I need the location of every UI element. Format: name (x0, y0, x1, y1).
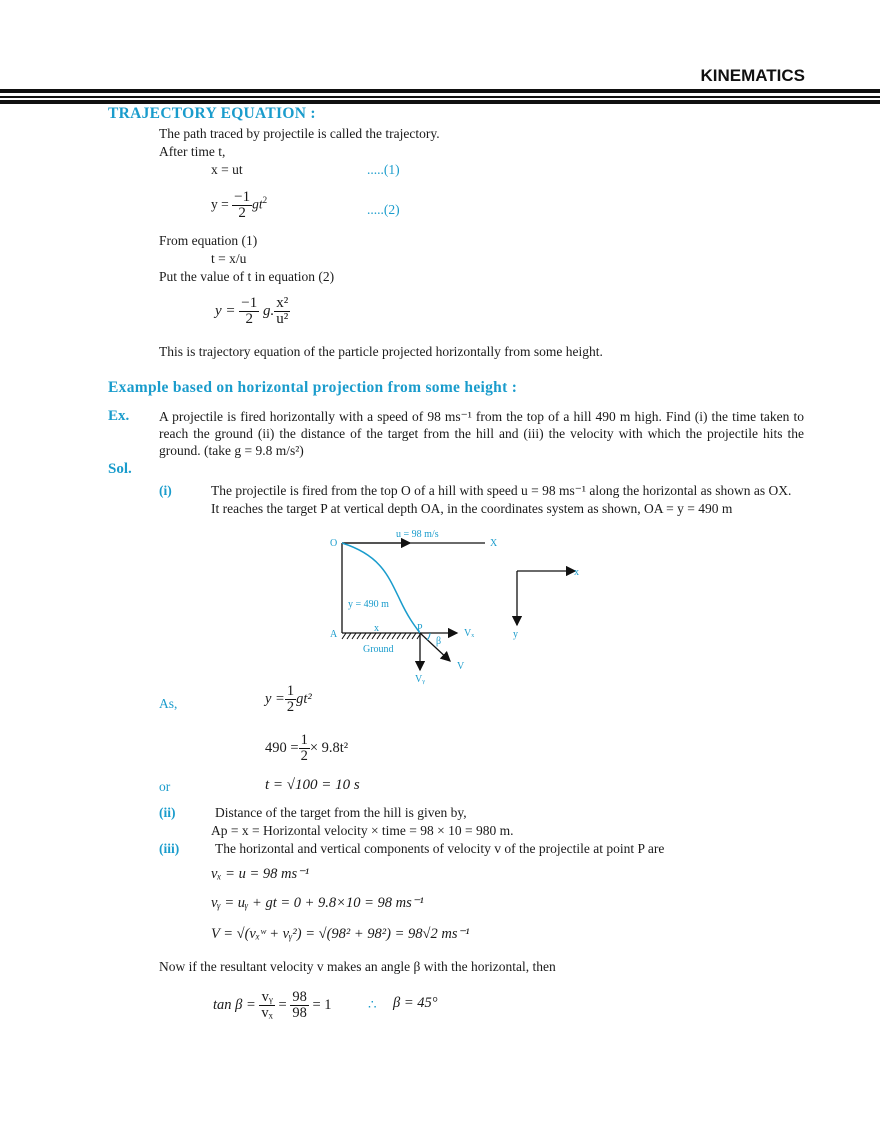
part-i-text: The projectile is fired from the top O o… (211, 483, 792, 498)
equation-c: t = √100 = 10 s (265, 777, 360, 793)
text-line: The path traced by projectile is called … (159, 126, 440, 141)
header-rule (0, 100, 880, 104)
label-a: A (330, 629, 338, 640)
or-label: or (159, 779, 171, 794)
equation-vy: vᵧ = uᵧ + gt = 0 + 9.8×10 = 98 ms⁻¹ (211, 895, 424, 911)
axis-label-y: y (513, 629, 518, 640)
sol-label: Sol. (108, 461, 132, 477)
text-line: From equation (1) (159, 233, 258, 248)
example-question: A projectile is fired horizontally with … (159, 409, 804, 458)
label-x-big: X (490, 538, 498, 549)
projectile-diagram: O u = 98 m/s X y = 490 m A x P Vₓ β Grou… (330, 529, 579, 685)
part-iii-label: (iii) (159, 841, 180, 856)
as-label: As, (159, 696, 178, 711)
eq-lhs: y = (265, 690, 285, 707)
eq-lhs: tan β = (213, 996, 256, 1013)
text-line: Put the value of t in equation (2) (159, 269, 335, 284)
header-rule (0, 96, 880, 98)
text-line: After time t, (159, 144, 226, 159)
eq-term: gt (252, 196, 263, 212)
eq-term: g. (263, 302, 275, 319)
label-x: x (374, 623, 379, 634)
part-ii-label: (ii) (159, 805, 176, 820)
part-i-text: It reaches the target P at vertical dept… (211, 501, 733, 516)
eq-lhs: y = (211, 196, 229, 212)
label-y490: y = 490 m (348, 599, 389, 610)
text-line: This is trajectory equation of the parti… (159, 344, 603, 359)
beta-result: β = 45° (393, 995, 438, 1011)
eq-lhs: 490 = (265, 739, 299, 756)
eq-lhs: y = (215, 302, 236, 319)
label-p: P (417, 623, 423, 634)
equation-ref-2: .....(2) (367, 202, 400, 217)
label-o: O (330, 538, 337, 549)
equation-ref-1: .....(1) (367, 162, 400, 177)
eq-term: gt² (296, 690, 312, 707)
equation-1: x = ut (211, 162, 243, 177)
ground-hatch (341, 632, 422, 640)
therefore-symbol: ∴ (368, 997, 377, 1012)
label-ground: Ground (363, 644, 394, 655)
label-beta: β (436, 636, 441, 647)
equation-3: t = x/u (211, 251, 247, 266)
equation-vx: vₓ = u = 98 ms⁻¹ (211, 866, 310, 882)
text-line: Now if the resultant velocity v makes an… (159, 959, 556, 974)
eq-term: × 9.8t² (309, 739, 349, 756)
eq-term: = 1 (312, 996, 332, 1013)
axis-label-x: x (574, 567, 579, 578)
section-title-trajectory: TRAJECTORY EQUATION : (108, 105, 316, 122)
header-rule (0, 89, 880, 93)
page-header-title: KINEMATICS (700, 66, 805, 85)
part-ii-text: Distance of the target from the hill is … (215, 805, 467, 820)
label-u: u = 98 m/s (396, 529, 439, 540)
section-title-example: Example based on horizontal projection f… (108, 379, 518, 396)
ex-label: Ex. (108, 408, 130, 424)
label-v: V (457, 661, 465, 672)
part-ii-equation: Ap = x = Horizontal velocity × time = 98… (211, 823, 514, 838)
trajectory-curve (341, 542, 421, 634)
label-vy: Vᵧ (415, 674, 425, 685)
part-iii-text: The horizontal and vertical components o… (215, 841, 665, 856)
label-vx: Vₓ (464, 628, 474, 639)
equation-v: V = √(vₓʷ + vᵧ²) = √(98² + 98²) = 98√2 m… (211, 926, 470, 942)
part-i-label: (i) (159, 483, 172, 498)
